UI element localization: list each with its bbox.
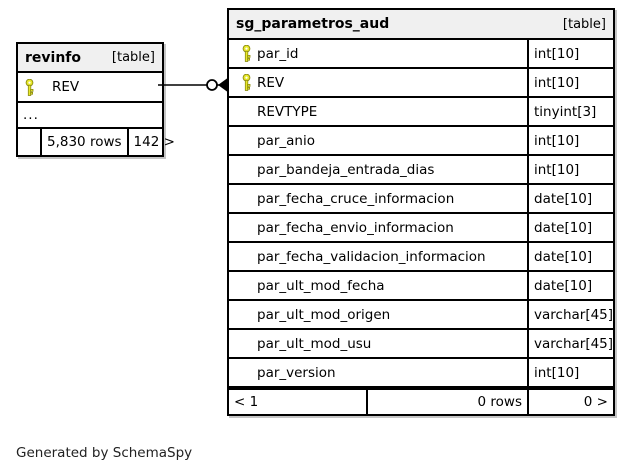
column-type: int[10] xyxy=(527,156,613,183)
table-row[interactable]: par_bandeja_entrada_dias int[10] xyxy=(229,156,613,185)
table-title: revinfo xyxy=(25,49,81,66)
cardinality-zero-or-one-circle xyxy=(206,79,218,91)
column-name: par_ult_mod_origen xyxy=(257,306,391,323)
column-name-cell: REV xyxy=(229,69,527,96)
table-header-revinfo: revinfo [table] xyxy=(18,44,162,73)
column-name-cell: par_ult_mod_fecha xyxy=(229,272,527,299)
column-name: par_fecha_envio_informacion xyxy=(257,219,454,236)
table-row[interactable]: par_fecha_cruce_informacion date[10] xyxy=(229,185,613,214)
column-name-cell: par_version xyxy=(229,359,527,386)
generated-by-credit: Generated by SchemaSpy xyxy=(16,445,193,461)
column-type: varchar[45] xyxy=(527,330,613,357)
column-name: REV xyxy=(257,74,285,91)
column-type: date[10] xyxy=(527,185,613,212)
table-entity-sg-parametros-aud[interactable]: sg_parametros_aud [table] par_id int[10] xyxy=(227,8,615,416)
footer-prev-link[interactable] xyxy=(18,129,40,155)
primary-key-icon xyxy=(235,74,257,91)
footer-next-link[interactable]: 142 > xyxy=(126,129,180,155)
column-name: par_fecha_validacion_informacion xyxy=(257,248,486,265)
column-name-cell: par_fecha_cruce_informacion xyxy=(229,185,527,212)
footer-row-count: 0 rows xyxy=(366,390,527,414)
table-row[interactable]: par_fecha_envio_informacion date[10] xyxy=(229,214,613,243)
table-row[interactable]: par_version int[10] xyxy=(229,359,613,388)
footer-next-link[interactable]: 0 > xyxy=(527,390,613,414)
column-name-cell: par_id xyxy=(229,40,527,67)
column-name-cell: REV xyxy=(40,73,162,101)
column-type: date[10] xyxy=(527,272,613,299)
column-type: tinyint[3] xyxy=(527,98,613,125)
column-type: date[10] xyxy=(527,214,613,241)
table-row[interactable]: par_id int[10] xyxy=(229,40,613,69)
footer-row-count: 5,830 rows xyxy=(40,129,127,155)
column-type: date[10] xyxy=(527,243,613,270)
column-name-cell: REVTYPE xyxy=(229,98,527,125)
column-type: int[10] xyxy=(527,127,613,154)
table-row[interactable]: par_ult_mod_fecha date[10] xyxy=(229,272,613,301)
column-name-cell: par_fecha_envio_informacion xyxy=(229,214,527,241)
footer-prev-link[interactable]: < 1 xyxy=(234,394,259,410)
column-name-cell: par_anio xyxy=(229,127,527,154)
table-row[interactable]: par_anio int[10] xyxy=(229,127,613,156)
table-row[interactable]: par_ult_mod_origen varchar[45] xyxy=(229,301,613,330)
table-kind-label: [table] xyxy=(111,50,155,65)
column-name-cell: par_ult_mod_usu xyxy=(229,330,527,357)
column-name-cell: par_ult_mod_origen xyxy=(229,301,527,328)
column-name: REVTYPE xyxy=(257,103,318,120)
column-name: par_ult_mod_fecha xyxy=(257,277,385,294)
primary-key-icon xyxy=(235,45,257,62)
table-kind-label: [table] xyxy=(562,16,606,32)
more-columns-ellipsis[interactable]: ... xyxy=(18,103,162,129)
table-footer-sg-parametros-aud: < 1 0 rows 0 > xyxy=(229,388,613,414)
column-name: par_version xyxy=(257,364,336,381)
table-row[interactable]: par_fecha_validacion_informacion date[10… xyxy=(229,243,613,272)
column-name: par_fecha_cruce_informacion xyxy=(257,190,455,207)
column-type: varchar[45] xyxy=(527,301,613,328)
column-name: REV xyxy=(52,79,80,95)
column-type: int[10] xyxy=(527,69,613,96)
relationship-revinfo-sg-parametros-aud xyxy=(158,72,230,98)
table-entity-revinfo[interactable]: revinfo [table] REV ... 5,830 rows 142 xyxy=(16,42,175,157)
column-type: int[10] xyxy=(527,40,613,67)
primary-key-icon xyxy=(18,73,40,101)
table-row[interactable]: par_ult_mod_usu varchar[45] xyxy=(229,330,613,359)
column-name-cell: par_fecha_validacion_informacion xyxy=(229,243,527,270)
column-name-cell: par_bandeja_entrada_dias xyxy=(229,156,527,183)
table-footer-revinfo: 5,830 rows 142 > xyxy=(18,129,175,155)
column-type: int[10] xyxy=(527,359,613,386)
table-row[interactable]: REVTYPE tinyint[3] xyxy=(229,98,613,127)
column-name: par_ult_mod_usu xyxy=(257,335,372,352)
column-name: par_anio xyxy=(257,132,315,149)
column-name: par_id xyxy=(257,45,299,62)
column-name: par_bandeja_entrada_dias xyxy=(257,161,435,178)
table-title: sg_parametros_aud xyxy=(236,16,390,32)
table-header-sg-parametros-aud: sg_parametros_aud [table] xyxy=(229,10,613,40)
table-row[interactable]: REV xyxy=(18,73,162,103)
table-row[interactable]: REV int[10] xyxy=(229,69,613,98)
